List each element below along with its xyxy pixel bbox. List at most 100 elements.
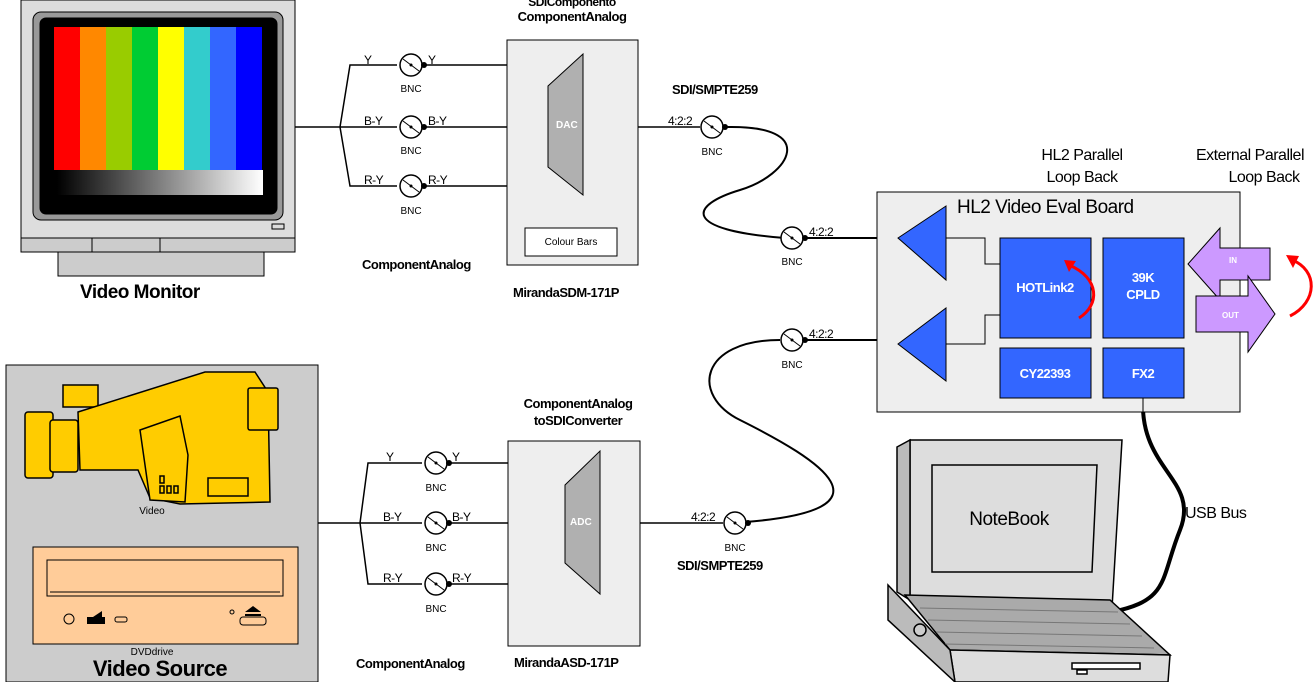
cable-usb bbox=[1111, 399, 1187, 614]
adc-converter-title-line2: toSDIConverter bbox=[533, 413, 623, 428]
external-loopback-arrow bbox=[1289, 258, 1313, 318]
floppy-eject bbox=[1076, 669, 1088, 675]
bottom-ry-label: R-Y bbox=[383, 571, 403, 585]
adc-converter bbox=[507, 440, 641, 647]
format-label-board-in-bottom: 4:2:2 bbox=[809, 327, 834, 341]
top-by-label-out: B-Y bbox=[428, 114, 447, 128]
dvd-busy-led bbox=[114, 616, 128, 623]
cable-sdi-top bbox=[702, 125, 789, 239]
wire-top-ry-split bbox=[339, 126, 397, 187]
color-bar bbox=[54, 27, 80, 170]
wire-bottom-ry-split bbox=[359, 522, 422, 585]
floppy-slot bbox=[1071, 662, 1141, 670]
bnc-label: BNC bbox=[400, 84, 422, 95]
bnc-label: BNC bbox=[781, 257, 803, 268]
external-loopback-line1: External Parallel bbox=[1196, 147, 1305, 164]
color-bars bbox=[54, 27, 262, 170]
dvd-eject-icon bbox=[245, 606, 261, 616]
color-bar bbox=[236, 27, 262, 170]
bnc-connector bbox=[399, 115, 427, 139]
video-source bbox=[5, 364, 319, 682]
input-driver-top bbox=[897, 205, 947, 282]
top-analog-wiring bbox=[295, 64, 700, 187]
dac-converter bbox=[506, 39, 639, 266]
dac-block bbox=[547, 52, 584, 197]
format-label-board-in-top: 4:2:2 bbox=[809, 225, 834, 239]
bnc-label: BNC bbox=[400, 146, 422, 157]
bottom-by-label: B-Y bbox=[383, 510, 402, 524]
color-bar bbox=[210, 27, 236, 170]
camcorder-icon bbox=[24, 371, 279, 505]
bottom-ry-label-out: R-Y bbox=[452, 571, 472, 585]
color-bar bbox=[80, 27, 106, 170]
internal-loopback-line2: Loop Back bbox=[1046, 169, 1118, 186]
dac-block-label: DAC bbox=[556, 120, 578, 131]
cy22393-label: CY22393 bbox=[1019, 366, 1071, 381]
bnc-connector bbox=[399, 53, 427, 77]
usb-bus-label: USB Bus bbox=[1185, 505, 1247, 522]
bottom-y-label: Y bbox=[386, 450, 394, 464]
bottom-by-label-out: B-Y bbox=[452, 510, 471, 524]
fx2-label: FX2 bbox=[1131, 366, 1155, 381]
adc-block bbox=[564, 449, 601, 596]
hotlink-loopback-arrow bbox=[1068, 263, 1095, 320]
bnc-connector bbox=[399, 174, 427, 198]
camera-display bbox=[207, 477, 249, 497]
gray-ramp bbox=[57, 170, 263, 195]
adc-block-label: ADC bbox=[570, 517, 592, 528]
bnc-label: BNC bbox=[425, 543, 447, 554]
notebook-computer bbox=[887, 438, 1172, 682]
camera-grip bbox=[139, 415, 189, 503]
camera-lens-shade bbox=[24, 411, 54, 479]
bnc-connectors bbox=[399, 53, 808, 596]
camera-label: Video bbox=[139, 506, 165, 517]
bnc-connector bbox=[424, 572, 452, 596]
dvd-drive-icon bbox=[32, 546, 299, 645]
dvd-indicator-light bbox=[229, 609, 235, 615]
format-label-adc-out: 4:2:2 bbox=[691, 510, 716, 524]
bnc-label: BNC bbox=[701, 147, 723, 158]
top-ry-label: R-Y bbox=[364, 173, 384, 187]
notebook-screen bbox=[931, 464, 1098, 573]
notebook-lid-side bbox=[896, 438, 911, 602]
bnc-label: BNC bbox=[425, 483, 447, 494]
bnc-label: BNC bbox=[724, 543, 746, 554]
bnc-connector bbox=[424, 451, 452, 475]
hotlink2-chip bbox=[999, 237, 1092, 339]
wire-top-y-split bbox=[339, 64, 397, 128]
key-row-3 bbox=[935, 631, 1143, 637]
key-row-1 bbox=[919, 607, 1119, 613]
sdi-top-label: SDI/SMPTE259 bbox=[672, 82, 758, 97]
bnc-connector bbox=[723, 511, 751, 535]
hl2-eval-board bbox=[876, 191, 1313, 413]
sdi-bottom-label: SDI/SMPTE259 bbox=[677, 558, 763, 573]
colour-bars-button[interactable] bbox=[524, 227, 618, 257]
camera-button-4 bbox=[173, 485, 179, 494]
bnc-connector bbox=[780, 328, 808, 352]
video-monitor-label: Video Monitor bbox=[80, 282, 200, 303]
bnc-label: BNC bbox=[425, 604, 447, 615]
cy22393-chip bbox=[999, 347, 1092, 399]
format-label-dac-out: 4:2:2 bbox=[668, 114, 693, 128]
color-bar bbox=[132, 27, 158, 170]
wire-bottom-y-split bbox=[359, 462, 422, 524]
hotlink2-label: HOTLink2 bbox=[1016, 280, 1074, 295]
cpld-label-line1: 39K bbox=[1131, 270, 1155, 285]
in-label: IN bbox=[1229, 256, 1237, 265]
cpld-chip bbox=[1102, 237, 1185, 339]
top-y-label-out: Y bbox=[428, 53, 436, 67]
keyboard-keys bbox=[919, 607, 1155, 649]
dac-converter-title: ComponentAnalog bbox=[517, 9, 627, 24]
external-loopback-line2: Loop Back bbox=[1228, 169, 1300, 186]
board-title: HL2 Video Eval Board bbox=[957, 197, 1134, 218]
bottom-y-label-out: Y bbox=[452, 450, 460, 464]
color-bar bbox=[106, 27, 132, 170]
camera-eyepiece bbox=[247, 387, 279, 431]
dvd-headphone-jack bbox=[63, 613, 75, 625]
dac-converter-model: MirandaSDM-171P bbox=[513, 285, 619, 300]
top-ry-label-out: R-Y bbox=[428, 173, 448, 187]
cable-sdi-bottom bbox=[708, 339, 835, 523]
monitor-stand bbox=[20, 237, 296, 253]
color-bar bbox=[158, 27, 184, 170]
